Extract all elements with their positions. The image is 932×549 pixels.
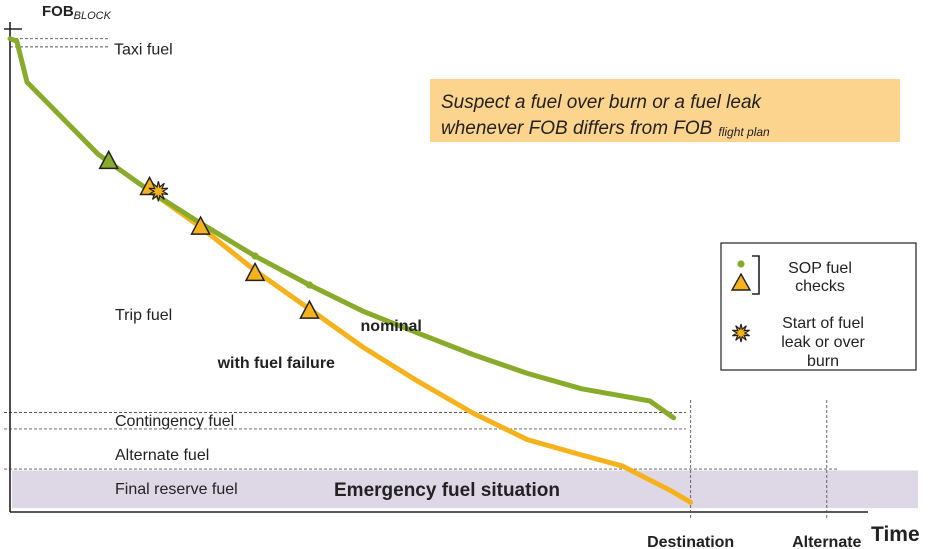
fuel-level-label: Trip fuel [115, 307, 172, 324]
legend-leak-label-1: Start of fuel [782, 315, 864, 332]
fuel-level-label: Final reserve fuel [115, 481, 238, 498]
legend-dot-icon [737, 260, 745, 268]
nominal-check-dot [251, 252, 259, 260]
reference-lines [4, 38, 838, 470]
series-label: with fuel failure [217, 355, 335, 372]
emergency-band [12, 470, 918, 509]
annotation-box: Suspect a fuel over burn or a fuel leak … [430, 79, 900, 142]
fuel-level-label: Contingency fuel [115, 413, 234, 430]
legend-checks-label-1: SOP fuel [788, 260, 852, 277]
series-label: nominal [361, 318, 422, 335]
legend-checks-label-2: checks [795, 278, 845, 295]
legend-triangle-icon [730, 272, 752, 291]
legend-star-icon [732, 323, 750, 343]
fuel-level-label: Taxi fuel [114, 41, 173, 58]
fuel-check-triangle [299, 299, 320, 319]
fuel-check-triangle [244, 261, 266, 282]
nominal-check-dot [305, 281, 314, 289]
legend-leak-label-3: burn [807, 353, 839, 370]
series-layer [7, 36, 694, 505]
fuel-check-triangle [98, 149, 119, 170]
x-marker-label: Destination [647, 534, 734, 549]
annotation-line-1: Suspect a fuel over burn or a fuel leak [441, 92, 763, 113]
series-line [147, 188, 694, 505]
leak-star-shape [732, 323, 750, 343]
x-markers: Destination Alternate [647, 400, 862, 549]
legend: SOP fuel checks Start of fuel leak or ov… [720, 242, 917, 371]
series-labels: nominal with fuel failure [217, 318, 422, 372]
legend-bracket-icon [752, 255, 760, 295]
check-markers [98, 149, 320, 319]
legend-frame [720, 242, 917, 371]
annotation-background [430, 79, 900, 142]
emergency-label: Emergency fuel situation [334, 480, 560, 501]
fuel-check-triangle [190, 215, 211, 235]
y-axis-label: FOBBLOCK [42, 3, 112, 22]
leak-star-shape [148, 181, 169, 202]
fuel-level-label: Alternate fuel [115, 447, 209, 464]
series-line [7, 36, 677, 421]
legend-leak-label-2: leak or over [781, 334, 865, 351]
x-axis-label: Time [871, 523, 920, 546]
x-marker-label: Alternate [792, 534, 861, 549]
